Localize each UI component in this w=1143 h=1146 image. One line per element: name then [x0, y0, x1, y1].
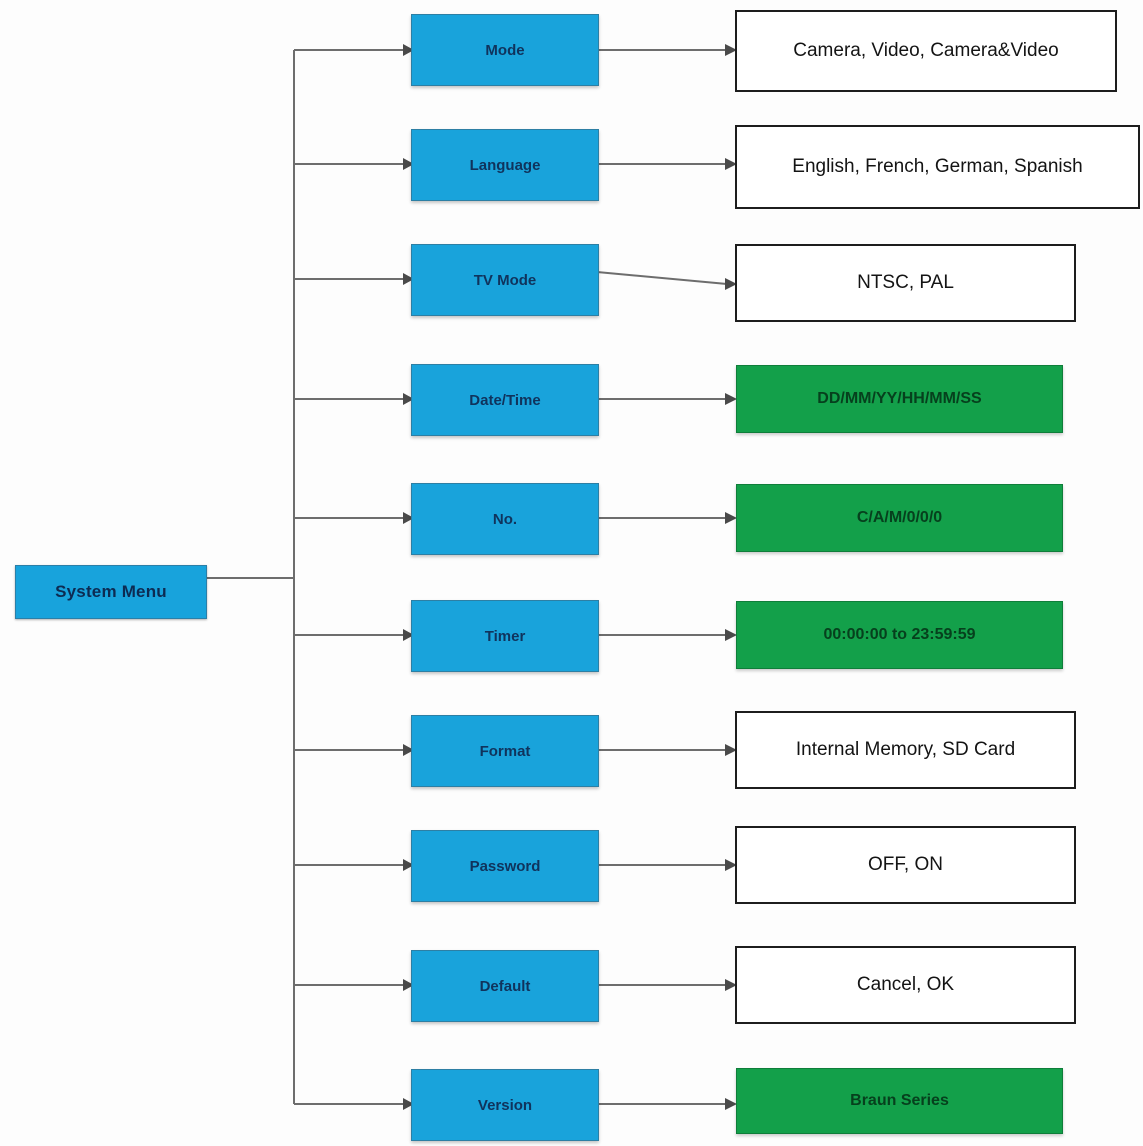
menu-node-label: Date/Time: [469, 391, 541, 409]
value-node-format: Internal Memory, SD Card: [735, 711, 1076, 789]
value-node-label: Braun Series: [850, 1092, 949, 1109]
menu-node-language[interactable]: Language: [411, 129, 599, 201]
value-node-tv-mode: NTSC, PAL: [735, 244, 1076, 322]
value-node-label: OFF, ON: [868, 854, 943, 875]
value-node-label: Cancel, OK: [856, 974, 955, 995]
value-node-label: 00:00:00 to 23:59:59: [823, 626, 976, 643]
root-node-system-menu[interactable]: System Menu: [15, 565, 207, 619]
menu-node-password[interactable]: Password: [411, 830, 599, 902]
menu-node-label: Default: [479, 977, 531, 995]
value-node-date-time: DD/MM/YY/HH/MM/SS: [736, 365, 1063, 433]
value-node-label: DD/MM/YY/HH/MM/SS: [817, 390, 982, 407]
menu-node-label: Version: [477, 1096, 533, 1114]
menu-node-no[interactable]: No.: [411, 483, 599, 555]
root-node-label: System Menu: [55, 582, 167, 601]
menu-node-version[interactable]: Version: [411, 1069, 599, 1141]
menu-node-tv-mode[interactable]: TV Mode: [411, 244, 599, 316]
value-node-timer: 00:00:00 to 23:59:59: [736, 601, 1063, 669]
menu-node-label: TV Mode: [473, 271, 537, 289]
value-node-label: Camera, Video, Camera&Video: [793, 40, 1059, 61]
value-node-language: English, French, German, Spanish: [735, 125, 1140, 209]
menu-node-label: Language: [469, 156, 541, 174]
value-node-mode: Camera, Video, Camera&Video: [735, 10, 1117, 92]
menu-node-date-time[interactable]: Date/Time: [411, 364, 599, 436]
menu-node-format[interactable]: Format: [411, 715, 599, 787]
menu-node-label: Format: [479, 742, 531, 760]
value-node-label: C/A/M/0/0/0: [856, 509, 943, 526]
value-node-version: Braun Series: [736, 1068, 1063, 1134]
menu-node-label: No.: [492, 510, 518, 528]
menu-node-timer[interactable]: Timer: [411, 600, 599, 672]
value-node-label: NTSC, PAL: [857, 272, 954, 293]
value-node-label: English, French, German, Spanish: [792, 156, 1083, 177]
menu-node-label: Timer: [484, 627, 526, 645]
menu-node-label: Mode: [485, 41, 525, 59]
value-node-password: OFF, ON: [735, 826, 1076, 904]
value-node-label: Internal Memory, SD Card: [795, 739, 1016, 760]
menu-node-default[interactable]: Default: [411, 950, 599, 1022]
value-node-no: C/A/M/0/0/0: [736, 484, 1063, 552]
menu-node-mode[interactable]: Mode: [411, 14, 599, 86]
menu-node-label: Password: [469, 857, 541, 875]
value-node-default: Cancel, OK: [735, 946, 1076, 1024]
